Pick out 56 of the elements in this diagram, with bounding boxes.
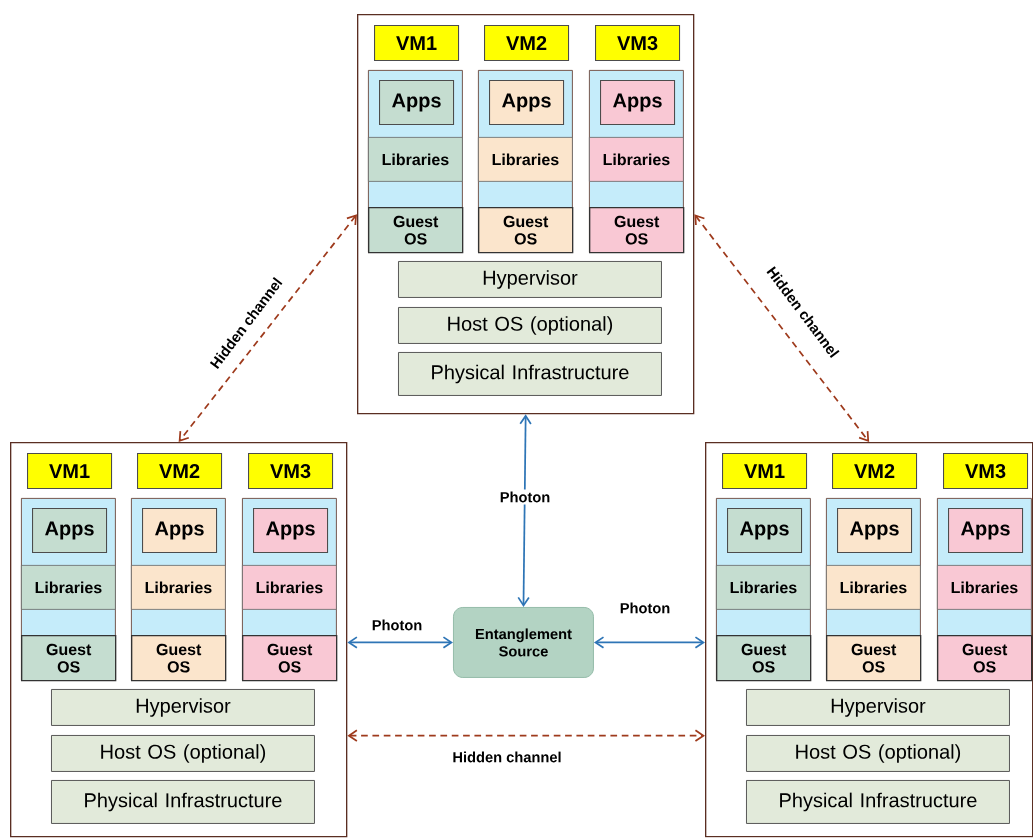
libraries-band: Libraries xyxy=(826,565,921,610)
layer-box: Host OS (optional) xyxy=(398,307,662,344)
apps-box: Apps xyxy=(489,80,565,126)
layer-box: Hypervisor xyxy=(398,261,662,298)
apps-box: Apps xyxy=(727,508,803,554)
vm-label: VM1 xyxy=(374,25,460,62)
vm-label: VM1 xyxy=(722,453,808,490)
libraries-band: Libraries xyxy=(242,565,337,610)
guest-os-box: Guest OS xyxy=(21,635,117,682)
guest-os-box: Guest OS xyxy=(131,635,227,682)
edge-label: Photon xyxy=(497,489,553,505)
guest-os-box: Guest OS xyxy=(826,635,922,682)
libraries-band: Libraries xyxy=(589,137,684,182)
libraries-band: Libraries xyxy=(937,565,1032,610)
layer-box: Physical Infrastructure xyxy=(398,352,662,396)
vm-label: VM2 xyxy=(137,453,223,490)
dashed-double-arrow xyxy=(347,729,705,742)
vm-label: VM1 xyxy=(27,453,113,490)
guest-os-box: Guest OS xyxy=(589,207,685,254)
apps-box: Apps xyxy=(32,508,108,554)
guest-os-box: Guest OS xyxy=(242,635,338,682)
libraries-band: Libraries xyxy=(131,565,226,610)
guest-os-box: Guest OS xyxy=(716,635,812,682)
apps-box: Apps xyxy=(600,80,676,126)
layer-box: Physical Infrastructure xyxy=(51,780,315,824)
layer-box: Hypervisor xyxy=(51,689,315,726)
apps-box: Apps xyxy=(837,508,913,554)
libraries-band: Libraries xyxy=(21,565,116,610)
vm-label: VM2 xyxy=(484,25,570,62)
vm-label: VM2 xyxy=(832,453,918,490)
double-arrow xyxy=(517,414,532,607)
source-box: Entanglement Source xyxy=(453,607,594,678)
dashed-double-arrow xyxy=(178,214,357,442)
vm-label: VM3 xyxy=(595,25,681,62)
layer-box: Host OS (optional) xyxy=(746,735,1010,772)
apps-box: Apps xyxy=(379,80,455,126)
double-arrow xyxy=(347,636,453,649)
apps-box: Apps xyxy=(142,508,218,554)
apps-box: Apps xyxy=(948,508,1024,554)
libraries-band: Libraries xyxy=(716,565,811,610)
vm-label: VM3 xyxy=(248,453,334,490)
edge-label: Photon xyxy=(369,617,425,633)
layer-box: Hypervisor xyxy=(746,689,1010,726)
edge-label: Hidden channel xyxy=(450,749,564,765)
libraries-band: Libraries xyxy=(368,137,463,182)
guest-os-box: Guest OS xyxy=(478,207,574,254)
double-arrow xyxy=(593,636,705,649)
guest-os-box: Guest OS xyxy=(937,635,1033,682)
layer-box: Host OS (optional) xyxy=(51,735,315,772)
layer-box: Physical Infrastructure xyxy=(746,780,1010,824)
libraries-band: Libraries xyxy=(478,137,573,182)
edge-label: Photon xyxy=(617,600,673,616)
apps-box: Apps xyxy=(253,508,329,554)
vm-label: VM3 xyxy=(943,453,1029,490)
dashed-double-arrow xyxy=(694,214,870,442)
guest-os-box: Guest OS xyxy=(368,207,464,254)
